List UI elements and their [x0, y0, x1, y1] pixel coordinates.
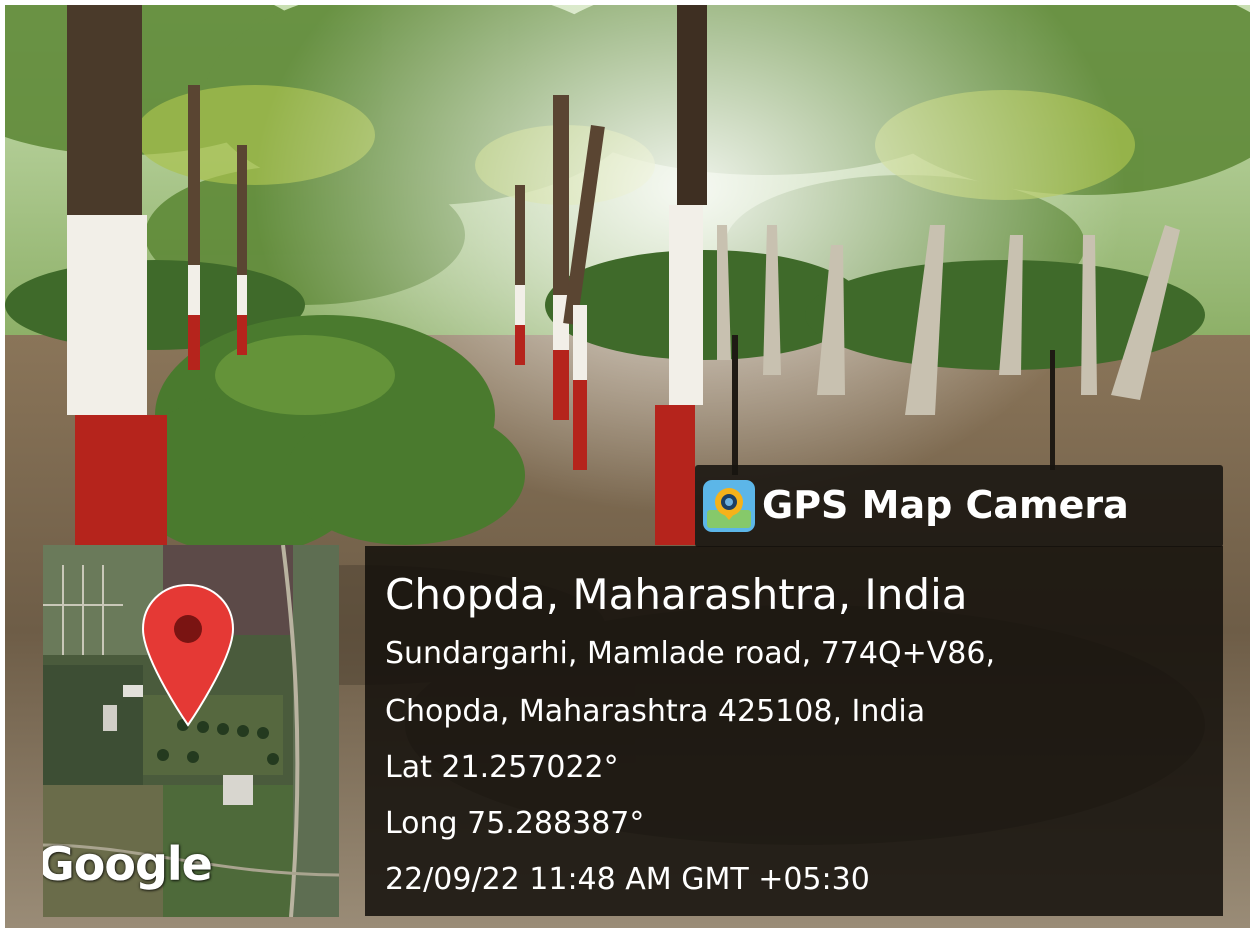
map-pin-icon: [141, 583, 235, 727]
address-line-1: Sundargarhi, Mamlade road, 774Q+V86,: [385, 636, 995, 671]
satellite-map: [43, 545, 339, 917]
address-line-2: Chopda, Maharashtra 425108, India: [385, 694, 926, 729]
timestamp: 22/09/22 11:48 AM GMT +05:30: [385, 862, 870, 897]
gps-map-camera-app-icon: [703, 480, 755, 532]
longitude: Long 75.288387°: [385, 806, 645, 841]
app-name: GPS Map Camera: [762, 483, 1129, 527]
photo-scene: Google GPS Map Camera Chopda, Maharashtr…: [5, 5, 1250, 928]
location-info-panel: Chopda, Maharashtra, India Sundargarhi, …: [365, 546, 1223, 916]
tree-trunk-large: [67, 5, 167, 545]
app-badge: GPS Map Camera: [695, 465, 1223, 547]
map-thumbnail[interactable]: Google: [43, 545, 339, 917]
google-logo: Google: [43, 837, 213, 891]
location-title: Chopda, Maharashtra, India: [385, 570, 968, 619]
latitude: Lat 21.257022°: [385, 750, 619, 785]
